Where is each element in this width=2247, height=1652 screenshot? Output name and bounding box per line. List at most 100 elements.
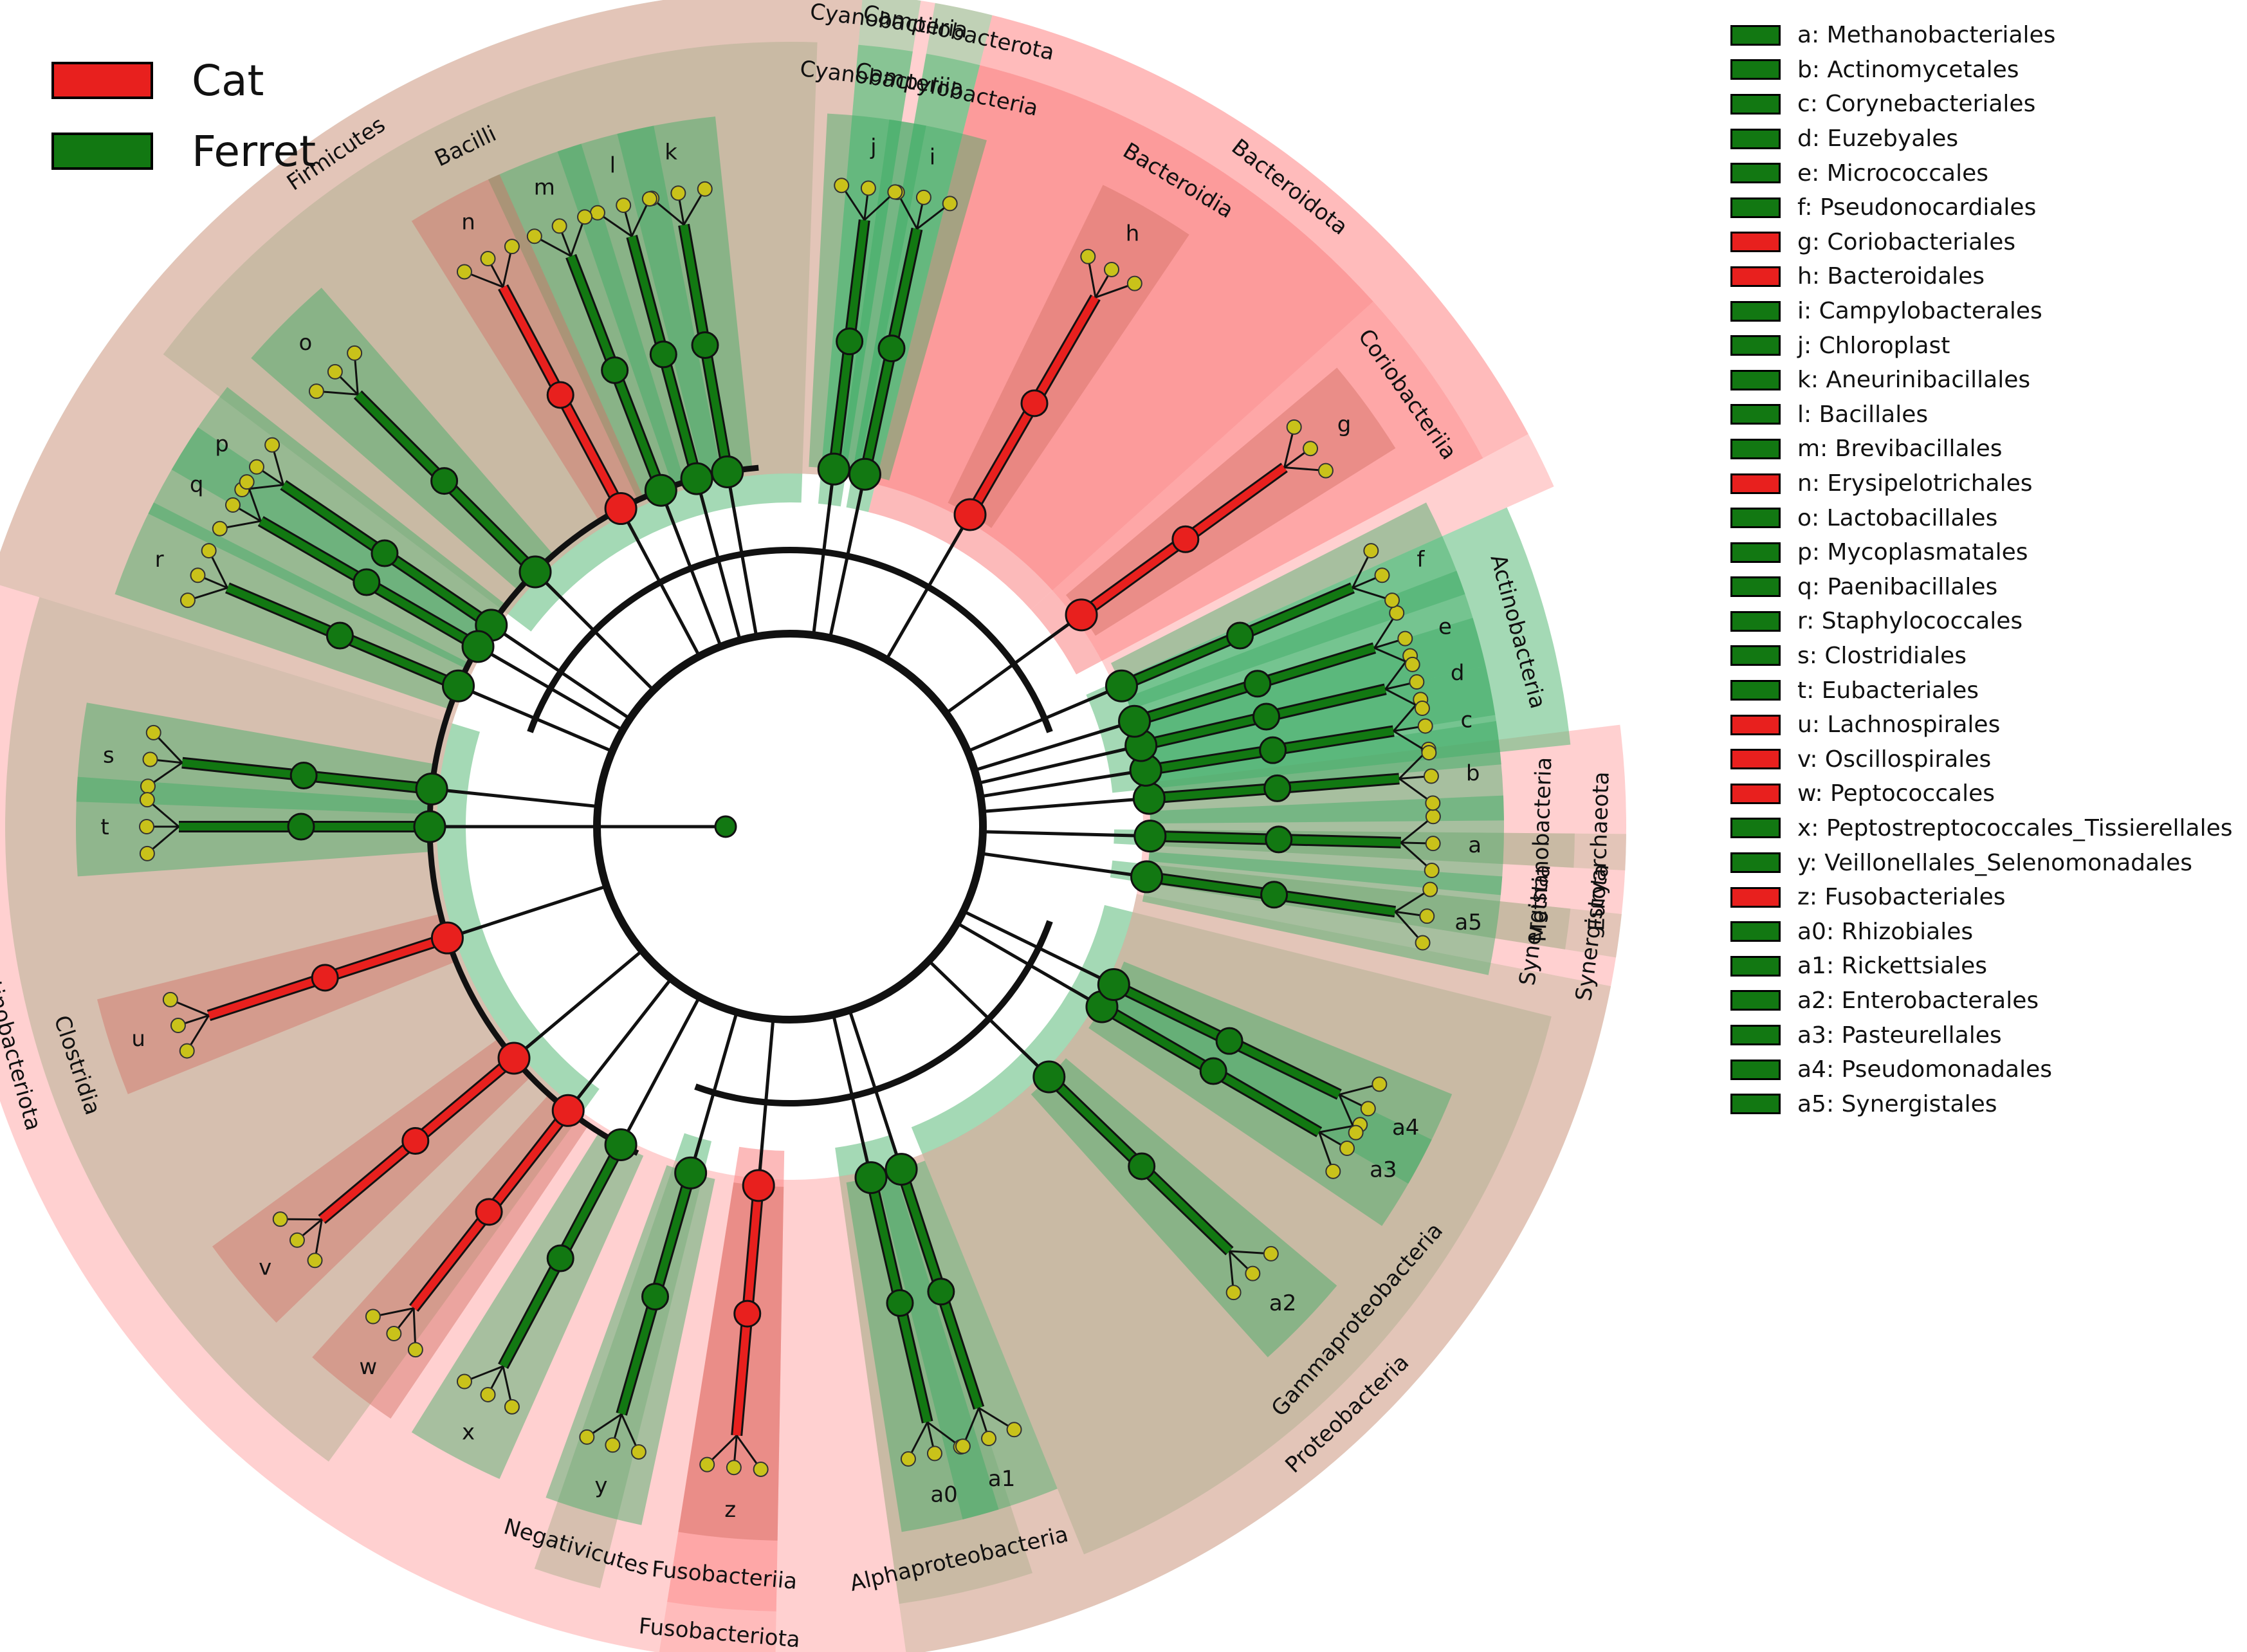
key-swatch-g (1730, 232, 1781, 253)
key-swatch-j (1730, 335, 1781, 356)
branch-a4 (962, 910, 1388, 1141)
order-tag-a: a (1468, 832, 1481, 858)
key-item-g: g: Coriobacteriales (1730, 225, 2233, 260)
key-item-a: a: Methanobacteriales (1730, 18, 2233, 53)
branch-i (828, 185, 958, 639)
key-swatch-a1 (1730, 955, 1781, 977)
key-item-n: n: Erysipelotrichales (1730, 466, 2233, 501)
key-label-a: a: Methanobacteriales (1797, 22, 2056, 49)
node-m (644, 473, 677, 507)
node-x (604, 1128, 637, 1161)
key-label-a4: a4: Pseudomonadales (1797, 1056, 2052, 1083)
order-tag-q: q (190, 472, 204, 498)
key-item-e: e: Micrococcales (1730, 156, 2233, 190)
order-tag-z: z (724, 1497, 736, 1523)
clade-wedge-actinobacteria (1086, 507, 1571, 793)
key-label-c: c: Corynebacteriales (1797, 91, 2036, 118)
group-legend: Cat Ferret (51, 45, 316, 187)
branch-s (140, 724, 598, 809)
key-label-h: h: Bacteroidales (1797, 263, 1985, 290)
key-item-j: j: Chloroplast (1730, 328, 2233, 363)
key-item-l: l: Bacillales (1730, 398, 2233, 432)
order-tag-u: u (131, 1026, 145, 1052)
key-swatch-q (1730, 576, 1781, 598)
key-item-f: f: Pseudonocardiales (1730, 190, 2233, 225)
order-tag-p: p (215, 431, 229, 457)
key-label-z: z: Fusobacteriales (1797, 884, 2006, 911)
key-swatch-n (1730, 473, 1781, 494)
key-swatch-l (1730, 404, 1781, 425)
branch-y (579, 1011, 738, 1460)
node-l (680, 462, 713, 495)
order-tag-a0: a0 (930, 1482, 957, 1508)
key-label-x: x: Peptostreptococcales_Tissierellales (1797, 814, 2233, 841)
node-q (461, 630, 495, 663)
key-label-i: i: Campylobacterales (1797, 298, 2042, 325)
key-item-i: i: Campylobacterales (1730, 294, 2233, 329)
node-n (604, 492, 637, 526)
branch-q (212, 474, 624, 732)
branch-h (885, 248, 1142, 661)
order-tag-g: g (1337, 412, 1352, 437)
key-item-b: b: Actinomycetales (1730, 53, 2233, 87)
key-swatch-d (1730, 128, 1781, 149)
order-tag-i: i (930, 144, 935, 170)
key-swatch-a2 (1730, 990, 1781, 1011)
node-o (518, 555, 552, 589)
key-label-f: f: Pseudonocardiales (1797, 194, 2037, 221)
order-wedge-k (617, 116, 753, 477)
order-wedge-s (76, 702, 436, 814)
key-swatch-f (1730, 197, 1781, 218)
key-label-r: r: Staphylococcales (1797, 608, 2023, 635)
order-tag-a2: a2 (1269, 1290, 1296, 1316)
key-label-m: m: Brevibacillales (1797, 436, 2003, 463)
key-item-a0: a0: Rhizobiales (1730, 914, 2233, 949)
branch-b (982, 741, 1441, 815)
order-tag-f: f (1417, 547, 1425, 573)
node-a1 (885, 1153, 918, 1186)
legend-item-cat: Cat (51, 45, 316, 116)
key-label-v: v: Oscillospirales (1797, 746, 1992, 773)
order-tag-j: j (870, 134, 876, 160)
order-wedge-b (1146, 720, 1504, 824)
order-wedge-j (809, 113, 926, 473)
order-tag-s: s (103, 743, 115, 769)
node-z (742, 1169, 775, 1202)
node-f (1105, 669, 1138, 702)
order-key-legend: a: Methanobacteriales b: Actinomycetales c… (1730, 18, 2233, 1121)
key-item-k: k: Aneurinibacillales (1730, 363, 2233, 398)
order-tag-b: b (1466, 760, 1480, 786)
node-k (711, 455, 744, 489)
order-tag-e: e (1438, 614, 1452, 640)
key-label-a5: a5: Synergistales (1797, 1090, 1997, 1117)
branch-g (945, 419, 1334, 715)
legend-swatch-ferret (51, 133, 153, 170)
node-g (1065, 598, 1098, 632)
order-tag-w: w (359, 1354, 377, 1380)
key-label-n: n: Erysipelotrichales (1797, 470, 2033, 497)
key-swatch-a5 (1730, 1094, 1781, 1115)
branch-r (179, 543, 613, 753)
key-label-a0: a0: Rhizobiales (1797, 918, 1974, 945)
key-label-t: t: Eubacteriales (1797, 677, 1979, 704)
order-tag-a5: a5 (1454, 910, 1481, 935)
branch-f (967, 543, 1400, 753)
order-tag-m: m (534, 175, 555, 201)
node-y (674, 1156, 708, 1189)
branch-e (974, 605, 1420, 772)
branch-u (162, 885, 607, 1059)
key-swatch-x (1730, 818, 1781, 839)
key-label-u: u: Lachnospirales (1797, 711, 2001, 739)
order-tag-a3: a3 (1370, 1157, 1397, 1183)
key-item-r: r: Staphylococcales (1730, 604, 2233, 639)
key-label-q: q: Paenibacillales (1797, 573, 1998, 600)
order-tag-a4: a4 (1392, 1115, 1419, 1141)
key-item-x: x: Peptostreptococcales_Tissierellales (1730, 811, 2233, 846)
key-swatch-k (1730, 369, 1781, 390)
key-item-w: w: Peptococcales (1730, 776, 2233, 811)
node-r (442, 669, 475, 702)
clade-label-euryarchaeota: Euryarchaeota (1584, 771, 1615, 932)
key-label-s: s: Clostridiales (1797, 642, 1967, 669)
key-label-o: o: Lactobacillales (1797, 504, 1998, 531)
order-tag-c: c (1461, 707, 1473, 733)
